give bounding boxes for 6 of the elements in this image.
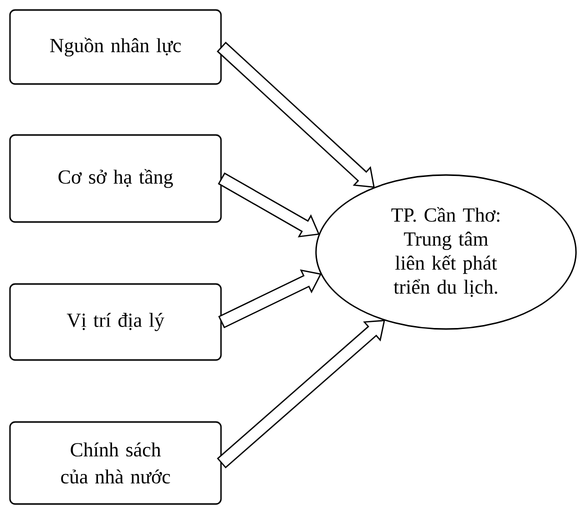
block-arrow bbox=[216, 42, 375, 188]
factor-box: Cơ sở hạ tầng bbox=[9, 134, 222, 223]
factor-box: Nguồn nhân lực bbox=[9, 9, 222, 85]
block-arrow bbox=[218, 269, 322, 328]
factor-box: Chính sách của nhà nước bbox=[9, 421, 222, 505]
factor-box: Vị trí địa lý bbox=[9, 283, 222, 361]
